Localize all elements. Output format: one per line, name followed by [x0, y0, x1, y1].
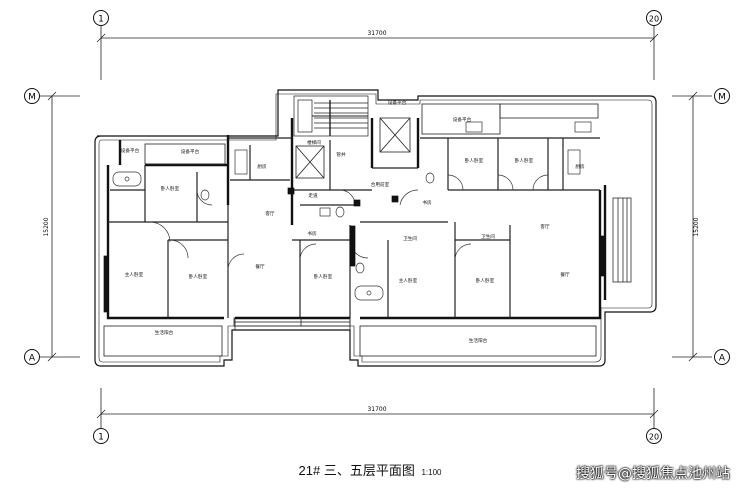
- axis-bubble-top-left: 1: [93, 10, 109, 26]
- building-outline: [94, 89, 657, 367]
- watermark: 搜狐号@搜狐焦点池州站: [576, 466, 730, 482]
- stair-core: [293, 95, 369, 137]
- balconies: [103, 103, 599, 357]
- room-label: 设备平台: [453, 116, 472, 123]
- room-label: 设备平台: [388, 99, 407, 106]
- interior-walls: [108, 137, 600, 318]
- room-label: 卧人卧室: [314, 273, 333, 280]
- right-dimension-label: 15200: [693, 217, 700, 236]
- room-label: 厨房: [257, 163, 267, 170]
- axis-bubble-bottom-left: 1: [93, 428, 109, 444]
- room-label: 餐厅: [255, 263, 265, 270]
- svg-text:M: M: [28, 93, 36, 103]
- room-label: 餐厅: [560, 271, 570, 278]
- svg-text:A: A: [719, 354, 726, 364]
- axis-bubble-bottom-right: 20: [646, 428, 662, 444]
- room-label: 主人卧室: [399, 277, 418, 284]
- bottom-dimension-label: 31700: [367, 406, 386, 413]
- top-dimension: [96, 26, 659, 80]
- svg-text:A: A: [29, 354, 36, 364]
- drawing-title: 21# 三、五层平面图: [298, 463, 415, 478]
- top-dimension-label: 31700: [367, 30, 386, 37]
- room-label: 设备平台: [181, 148, 200, 155]
- room-label: 书房: [307, 230, 317, 237]
- room-label: 客厅: [540, 223, 550, 230]
- axis-bubble-right-bottom: A: [714, 349, 730, 365]
- window-hatches: [103, 187, 632, 327]
- left-dimension: [40, 91, 80, 362]
- right-dimension: [672, 91, 712, 362]
- svg-text:20: 20: [649, 433, 659, 442]
- drawing-caption: 21# 三、五层平面图 1:100: [0, 460, 740, 479]
- room-label: 书房: [422, 199, 432, 206]
- room-label: 管井: [336, 151, 346, 158]
- room-label: 设备平台: [121, 147, 140, 154]
- axis-bubble-top-right: 20: [646, 10, 662, 26]
- room-label: 卫生间: [481, 233, 495, 240]
- room-label: 楼梯间: [307, 139, 321, 146]
- room-label: 走道: [308, 192, 318, 199]
- room-labels: 客厅 餐厅 客厅 餐厅 主人卧室 主人卧室 卧人卧室 卧人卧室 卧人卧室 卧人卧…: [121, 99, 585, 344]
- room-label: 生活阳台: [469, 337, 488, 344]
- room-label: 主人卧室: [125, 271, 144, 278]
- bottom-dimension: [96, 388, 659, 428]
- room-label: 生活阳台: [155, 329, 174, 336]
- svg-text:1: 1: [98, 15, 104, 25]
- room-label: 卫生间: [403, 235, 417, 242]
- room-label: 卧人卧室: [161, 185, 180, 192]
- bathroom-fixtures: [112, 121, 592, 301]
- room-label: 合用前室: [371, 181, 390, 188]
- room-label: 卧人卧室: [465, 157, 484, 164]
- left-dimension-label: 15200: [43, 217, 50, 236]
- svg-text:20: 20: [649, 15, 659, 24]
- axis-bubble-left-top: M: [24, 88, 40, 104]
- svg-text:M: M: [718, 93, 726, 103]
- room-label: 客厅: [265, 210, 275, 217]
- drawing-scale: 1:100: [421, 468, 442, 477]
- room-label: 卧人卧室: [476, 277, 495, 284]
- room-label: 卧人卧室: [189, 273, 208, 280]
- room-label: 厨房: [575, 163, 585, 170]
- elevator-shafts: [295, 117, 411, 179]
- room-label: 卧人卧室: [515, 157, 534, 164]
- axis-bubble-right-top: M: [714, 88, 730, 104]
- door-swings: [149, 174, 549, 271]
- svg-text:1: 1: [98, 433, 104, 443]
- axis-bubble-left-bottom: A: [24, 349, 40, 365]
